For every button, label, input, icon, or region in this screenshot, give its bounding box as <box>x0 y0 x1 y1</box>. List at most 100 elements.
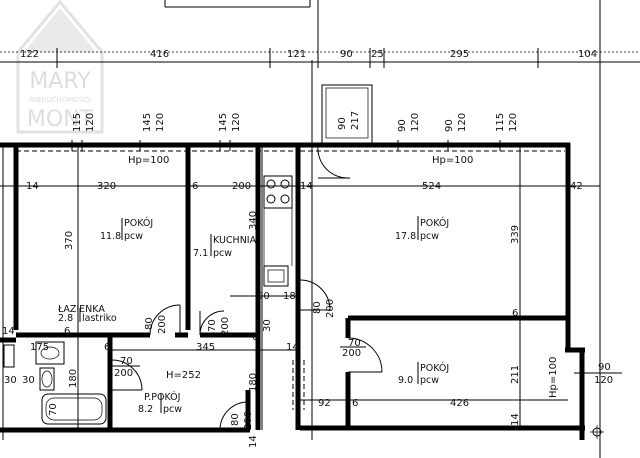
room-pokoj-3: POKÓJ 9.0 pcw <box>398 362 449 386</box>
room-pokoj-1: POKÓJ 11.8 pcw <box>100 217 153 242</box>
room-lazienka: ŁAZIENKA 2.8 lastriko <box>57 304 117 324</box>
room-4-area: 2.8 <box>58 313 73 324</box>
height-right: Hp=100 <box>432 155 473 166</box>
room-1-name: POKÓJ <box>124 217 153 229</box>
door-3-w: 80 <box>312 301 323 314</box>
top-dimension-line: 122 416 121 90 25 295 104 <box>0 0 640 68</box>
door-5-h: 200 <box>114 368 133 379</box>
room-5-floor: pcw <box>163 404 182 415</box>
door-2-h: 200 <box>220 317 231 336</box>
room-4-name: ŁAZIENKA <box>57 304 105 315</box>
dim-211: 211 <box>510 365 521 384</box>
door-1-h: 200 <box>157 315 168 334</box>
dim-320: 320 <box>97 181 116 192</box>
dim-top-90: 90 <box>340 49 353 60</box>
window-3-h: 120 <box>231 113 242 132</box>
door-5: 70 200 <box>111 356 143 391</box>
window-4-h: 217 <box>350 111 361 130</box>
door-2: 70 200 <box>199 310 231 336</box>
dim-524: 524 <box>422 181 441 192</box>
logo-line3: MONT <box>27 107 94 132</box>
dim-180b: 180 <box>248 373 259 392</box>
dim-14c: 14 <box>286 342 299 353</box>
window-1-h: 120 <box>85 113 96 132</box>
dim-top-104: 104 <box>578 49 597 60</box>
dim-14a: 14 <box>26 181 39 192</box>
window-6-h: 120 <box>457 113 468 132</box>
toilet-icon <box>39 367 55 391</box>
dim-top-121: 121 <box>287 49 306 60</box>
dim-426: 426 <box>450 398 469 409</box>
dim-14b: 14 <box>300 181 313 192</box>
dim-30b: 30 <box>4 375 17 386</box>
dim-6f: 6 <box>512 308 518 319</box>
dim-370: 370 <box>64 231 75 250</box>
window-4-w: 90 <box>337 117 348 130</box>
room-6-area: 9.0 <box>398 375 413 386</box>
room-2-floor: pcw <box>213 248 232 259</box>
door-3: 80 200 <box>299 279 336 318</box>
window-7-h: 120 <box>508 113 519 132</box>
room-1-area: 11.8 <box>100 231 121 242</box>
room-6-name: POKÓJ <box>420 362 449 374</box>
dim-6c: 6 <box>64 326 70 337</box>
dim-345: 345 <box>196 342 215 353</box>
window-3-w: 145 <box>218 113 229 132</box>
door-6-h: 200 <box>243 411 254 430</box>
logo-line1: MARY <box>29 69 91 94</box>
dim-175: 175 <box>30 342 49 353</box>
dim-6b: 6 <box>104 342 110 353</box>
door-6-w: 80 <box>230 413 241 426</box>
door-1: 80 200 <box>144 304 181 336</box>
stove-icon <box>263 175 293 209</box>
bathtub-icon <box>41 393 107 425</box>
room-pokoj-2: POKÓJ 17.8 pcw <box>395 216 449 242</box>
dim-top-25: 25 <box>371 49 384 60</box>
dim-200: 200 <box>232 181 251 192</box>
door-5-w: 70 <box>120 356 133 367</box>
balcony <box>321 84 373 144</box>
dim-14f: 14 <box>2 326 15 337</box>
door-4: 70 200 <box>340 337 383 373</box>
window-6-w: 90 <box>444 119 455 132</box>
dim-top-122: 122 <box>20 49 39 60</box>
washbasin-icon <box>35 341 65 365</box>
room-3-area: 17.8 <box>395 231 416 242</box>
dim-6a: 6 <box>192 181 198 192</box>
room-ppokoj: P.POKÓJ 8.2 pcw <box>138 391 182 415</box>
height-left: Hp=100 <box>128 155 169 166</box>
dim-70: 70 <box>48 403 59 416</box>
door-3-h: 200 <box>325 299 336 318</box>
window-labels: 115 120 145 120 145 120 90 217 90 120 90… <box>72 111 519 132</box>
window-2-w: 145 <box>142 113 153 132</box>
dim-339: 339 <box>510 225 521 244</box>
room-5-name: P.POKÓJ <box>144 391 180 403</box>
dim-340: 340 <box>248 211 259 230</box>
door-2-w: 70 <box>207 319 218 332</box>
window-5-w: 90 <box>397 119 408 132</box>
dim-18: 18 <box>283 291 296 302</box>
dim-top-416: 416 <box>150 49 169 60</box>
dim-42: 42 <box>570 181 583 192</box>
dim-180a: 180 <box>68 369 79 388</box>
window-2-h: 120 <box>155 113 166 132</box>
horizontal-dims: 14 320 6 200 14 524 42 <box>26 181 583 192</box>
room-4-floor: lastriko <box>82 313 117 324</box>
walls <box>0 142 585 440</box>
door-4-w: 70 <box>348 338 361 349</box>
room-5-area: 8.2 <box>138 404 153 415</box>
dim-92: 92 <box>318 398 331 409</box>
watermark-logo: MARY NIERUCHOMOŚCI MONT <box>16 0 104 134</box>
side-window-w: 90 <box>598 362 611 373</box>
room-2-name: KUCHNIA <box>213 235 257 246</box>
window-7-w: 115 <box>495 113 506 132</box>
dim-14e: 14 <box>510 413 521 426</box>
dim-6d: 6 <box>252 332 258 343</box>
dim-14d: 14 <box>248 435 259 448</box>
door-1-w: 80 <box>144 317 155 330</box>
dim-6e: 6 <box>352 398 358 409</box>
room-2-area: 7.1 <box>193 248 208 259</box>
room-1-floor: pcw <box>124 231 143 242</box>
window-5-h: 120 <box>410 113 421 132</box>
